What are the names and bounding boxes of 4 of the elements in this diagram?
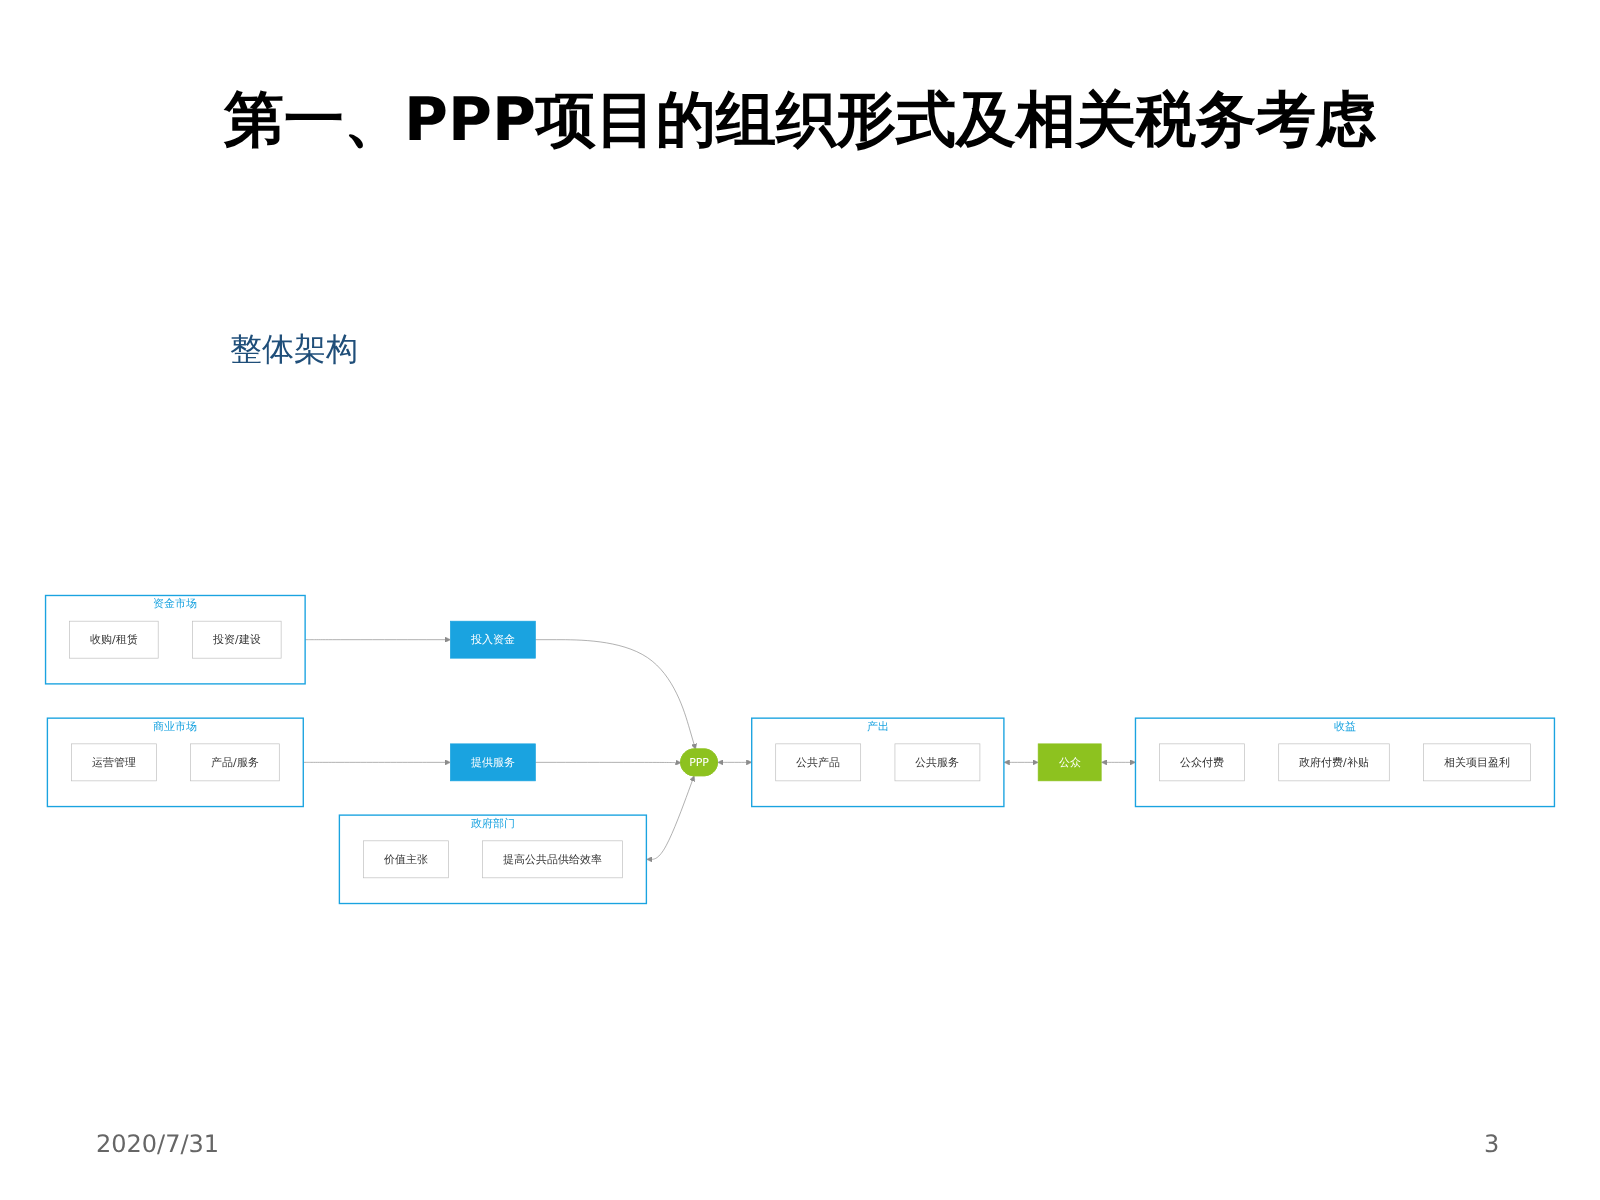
slide-title: 第一、PPP项目的组织形式及相关税务考虑 xyxy=(222,84,1378,160)
page-number: 3 xyxy=(1484,1130,1500,1158)
section-heading: 整体架构 xyxy=(230,330,358,372)
date-text: 2020/7/31 xyxy=(96,1130,220,1158)
